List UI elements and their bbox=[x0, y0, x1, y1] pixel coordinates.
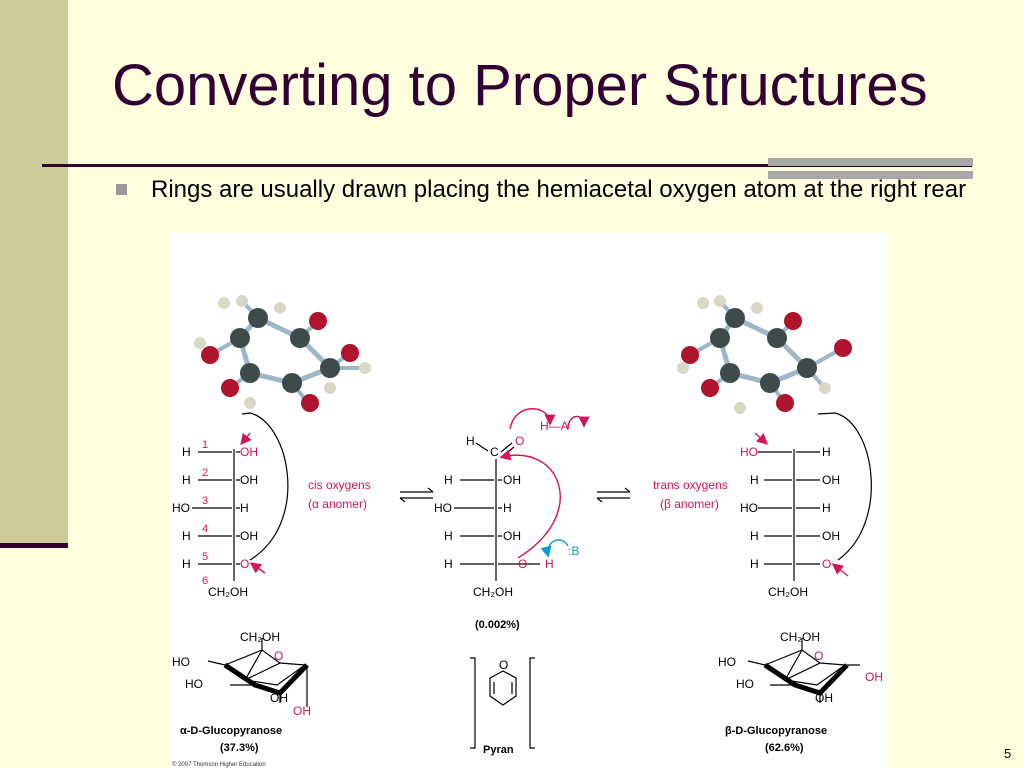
left-ball-stick-model bbox=[194, 295, 371, 412]
center-chain-h-o5: H bbox=[545, 557, 554, 571]
alpha-percent: (37.3%) bbox=[220, 742, 259, 754]
alpha-oh-1: OH bbox=[293, 704, 311, 718]
slide-title: Converting to Proper Structures bbox=[112, 53, 928, 118]
left-chain-oh-2: OH bbox=[240, 473, 258, 487]
right-fischer-projection: HO H H OH HO H H OH H O CH₂OH bbox=[740, 412, 872, 599]
right-chain-o-5: O bbox=[822, 557, 831, 571]
right-chain-ho-3: HO bbox=[740, 501, 758, 515]
right-ball-stick-model bbox=[677, 295, 852, 414]
left-chain-h-5: H bbox=[182, 557, 191, 571]
left-chain-o-5: O bbox=[240, 557, 249, 571]
alpha-o: O bbox=[274, 649, 283, 663]
left-chain-oh-1: OH bbox=[240, 445, 258, 459]
center-chain-h-5: H bbox=[444, 557, 453, 571]
alpha-haworth: CH₂OH O HO HO OH OH bbox=[172, 630, 311, 718]
right-chain-ho-1: HO bbox=[740, 445, 758, 459]
center-fischer-projection: H C O H OH HO H H OH H O H CH₂OH H—A :B bbox=[434, 408, 590, 599]
beta-name: β-D-Glucopyranose bbox=[725, 725, 827, 737]
right-chain-h-2: H bbox=[750, 473, 759, 487]
left-chain-number-6: 6 bbox=[202, 575, 208, 587]
pyran-o: O bbox=[499, 658, 508, 672]
left-chain-number-5: 5 bbox=[202, 551, 208, 563]
left-chain-h-2: H bbox=[182, 473, 191, 487]
left-chain-h-3: H bbox=[240, 501, 249, 515]
pyran-label: Pyran bbox=[483, 744, 514, 756]
right-chain-oh-2: OH bbox=[822, 473, 840, 487]
beta-ho-left: HO bbox=[718, 655, 736, 669]
alpha-ho-lower: HO bbox=[185, 677, 203, 691]
center-chain-h-4: H bbox=[444, 529, 453, 543]
left-chain-ch2oh: CH₂OH bbox=[208, 585, 248, 599]
left-chain-number-4: 4 bbox=[202, 523, 208, 535]
glucose-ring-figure: H OH H OH HO H H OH H O CH₂OH 1 2 3 4 5 … bbox=[170, 233, 888, 768]
beta-ho-lower: HO bbox=[736, 677, 754, 691]
center-chain-oh-2: OH bbox=[503, 473, 521, 487]
alpha-ch2oh: CH₂OH bbox=[240, 630, 280, 644]
pyran-structure: O bbox=[470, 657, 535, 749]
left-chain-h-1: H bbox=[182, 445, 191, 459]
right-chain-h-1: H bbox=[822, 445, 831, 459]
center-reagent-base: :B bbox=[568, 544, 579, 558]
beta-oh-1: OH bbox=[865, 670, 883, 684]
alpha-ho-left: HO bbox=[172, 655, 190, 669]
right-caption-line1: trans oxygens bbox=[653, 478, 728, 492]
center-chain-o-5: O bbox=[518, 557, 527, 571]
right-chain-ch2oh: CH₂OH bbox=[768, 585, 808, 599]
left-chain-ho-3: HO bbox=[172, 501, 190, 515]
slide-number: 5 bbox=[1004, 746, 1012, 761]
beta-haworth: CH₂OH O HO HO OH OH bbox=[718, 630, 883, 705]
title-divider-accent bbox=[768, 158, 973, 179]
left-chain-number-2: 2 bbox=[202, 467, 208, 479]
bullet-text: Rings are usually drawn placing the hemi… bbox=[151, 176, 967, 203]
right-equilibrium-arrows bbox=[596, 487, 631, 503]
beta-oh-2: OH bbox=[815, 691, 833, 705]
center-chain-oh-4: OH bbox=[503, 529, 521, 543]
left-chain-number-3: 3 bbox=[202, 495, 208, 507]
center-top-o: O bbox=[515, 434, 524, 448]
alpha-name: α-D-Glucopyranose bbox=[180, 725, 282, 737]
left-chain-number-1: 1 bbox=[202, 439, 208, 451]
left-band-rule bbox=[0, 543, 68, 548]
left-fischer-projection: H OH H OH HO H H OH H O CH₂OH 1 2 3 4 5 … bbox=[172, 412, 289, 599]
right-caption-line2: (β anomer) bbox=[660, 497, 719, 511]
alpha-oh-2: OH bbox=[270, 691, 288, 705]
center-percent: (0.002%) bbox=[475, 619, 520, 631]
title-divider bbox=[42, 164, 972, 167]
figure-copyright: © 2007 Thomson Higher Education bbox=[172, 761, 266, 768]
beta-ch2oh: CH₂OH bbox=[780, 630, 820, 644]
left-decorative-band bbox=[0, 0, 68, 545]
center-chain-ho-3: HO bbox=[434, 501, 452, 515]
center-top-c: C bbox=[490, 445, 499, 459]
left-chain-oh-4: OH bbox=[240, 529, 258, 543]
center-top-h: H bbox=[466, 434, 475, 448]
center-chain-h-3: H bbox=[503, 501, 512, 515]
right-chain-oh-4: OH bbox=[822, 529, 840, 543]
center-chain-ch2oh: CH₂OH bbox=[473, 585, 513, 599]
left-chain-h-4: H bbox=[182, 529, 191, 543]
center-reagent-acid: H—A bbox=[540, 419, 569, 433]
bullet-square-icon bbox=[116, 184, 127, 195]
left-caption-line2: (α anomer) bbox=[308, 497, 367, 511]
right-chain-h-4: H bbox=[750, 529, 759, 543]
beta-percent: (62.6%) bbox=[765, 742, 804, 754]
center-chain-h-2: H bbox=[444, 473, 453, 487]
left-equilibrium-arrows bbox=[399, 487, 434, 503]
right-chain-h-3: H bbox=[822, 501, 831, 515]
beta-o: O bbox=[814, 649, 823, 663]
right-chain-h-5: H bbox=[750, 557, 759, 571]
left-caption-line1: cis oxygens bbox=[308, 478, 371, 492]
